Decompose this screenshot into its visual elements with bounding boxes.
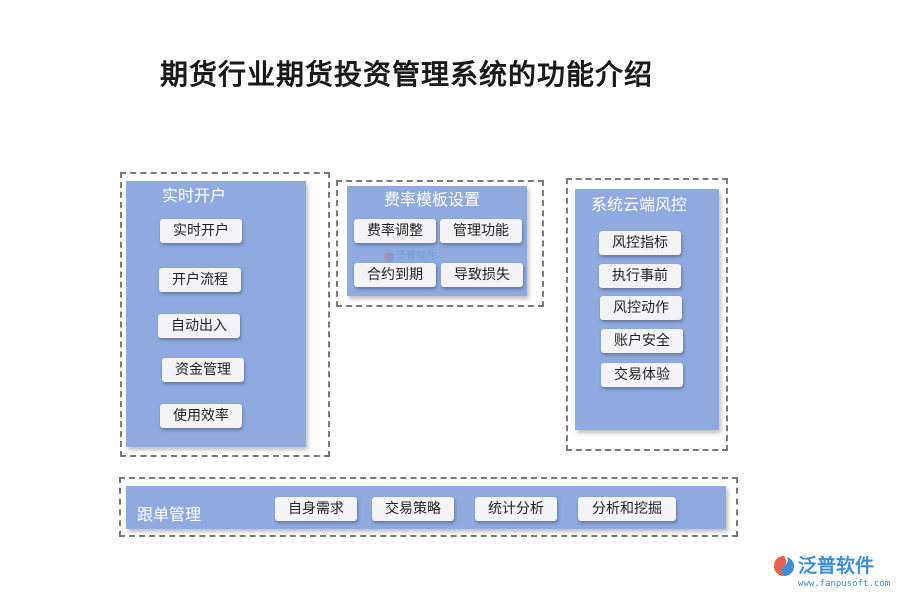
follow-panel-title: 跟单管理 xyxy=(137,505,202,524)
risk-panel: 系统云端风控 风控指标 执行事前 风控动作 账户安全 交易体验 xyxy=(575,189,719,430)
logo-text: 泛普软件 xyxy=(798,555,875,577)
account-item-realtime-open[interactable]: 实时开户 xyxy=(160,219,242,243)
risk-section-border xyxy=(566,178,728,451)
account-section-border xyxy=(120,172,330,457)
follow-item-analysis-mining[interactable]: 分析和挖掘 xyxy=(578,497,676,521)
account-item-fund-mgmt[interactable]: 资金管理 xyxy=(162,358,244,382)
risk-item-account-security[interactable]: 账户安全 xyxy=(601,329,683,353)
fanpu-logo-icon xyxy=(384,252,394,262)
follow-item-own-needs[interactable]: 自身需求 xyxy=(275,497,357,521)
brand-logo: 泛普软件 www.fanpusoft.com xyxy=(772,552,890,592)
account-panel-title: 实时开户 xyxy=(162,186,227,205)
fee-section-border xyxy=(336,180,544,307)
risk-panel-title: 系统云端风控 xyxy=(591,195,688,214)
follow-section-border xyxy=(119,477,738,537)
logo-url: www.fanpusoft.com xyxy=(798,579,891,589)
risk-item-pre-execute[interactable]: 执行事前 xyxy=(599,264,681,288)
watermark-text: 泛普软件 xyxy=(396,251,436,262)
watermark: 泛普软件 xyxy=(383,250,437,264)
fee-panel-title: 费率模板设置 xyxy=(384,190,481,209)
account-panel: 实时开户 实时开户 开户流程 自动出入 资金管理 使用效率 xyxy=(126,181,306,447)
risk-item-trade-experience[interactable]: 交易体验 xyxy=(601,363,683,387)
risk-item-indicator[interactable]: 风控指标 xyxy=(599,231,681,255)
risk-item-action[interactable]: 风控动作 xyxy=(600,296,682,320)
follow-item-stat-analysis[interactable]: 统计分析 xyxy=(475,497,557,521)
fee-item-contract-expire[interactable]: 合约到期 xyxy=(354,263,436,287)
follow-panel: 跟单管理 自身需求 交易策略 统计分析 分析和挖掘 xyxy=(126,486,726,529)
fee-item-cause-loss[interactable]: 导致损失 xyxy=(441,263,523,287)
fee-item-mgmt-function[interactable]: 管理功能 xyxy=(440,219,522,243)
fee-item-rate-adjust[interactable]: 费率调整 xyxy=(354,219,436,243)
account-item-auto-inout[interactable]: 自动出入 xyxy=(158,314,240,338)
account-item-open-process[interactable]: 开户流程 xyxy=(159,268,241,292)
fanpu-logo-icon xyxy=(774,556,794,576)
fee-panel: 费率模板设置 费率调整 管理功能 合约到期 导致损失 xyxy=(347,186,527,296)
account-item-usage-eff[interactable]: 使用效率 xyxy=(160,404,242,428)
follow-item-trade-strategy[interactable]: 交易策略 xyxy=(372,497,454,521)
page-title: 期货行业期货投资管理系统的功能介绍 xyxy=(160,58,654,91)
